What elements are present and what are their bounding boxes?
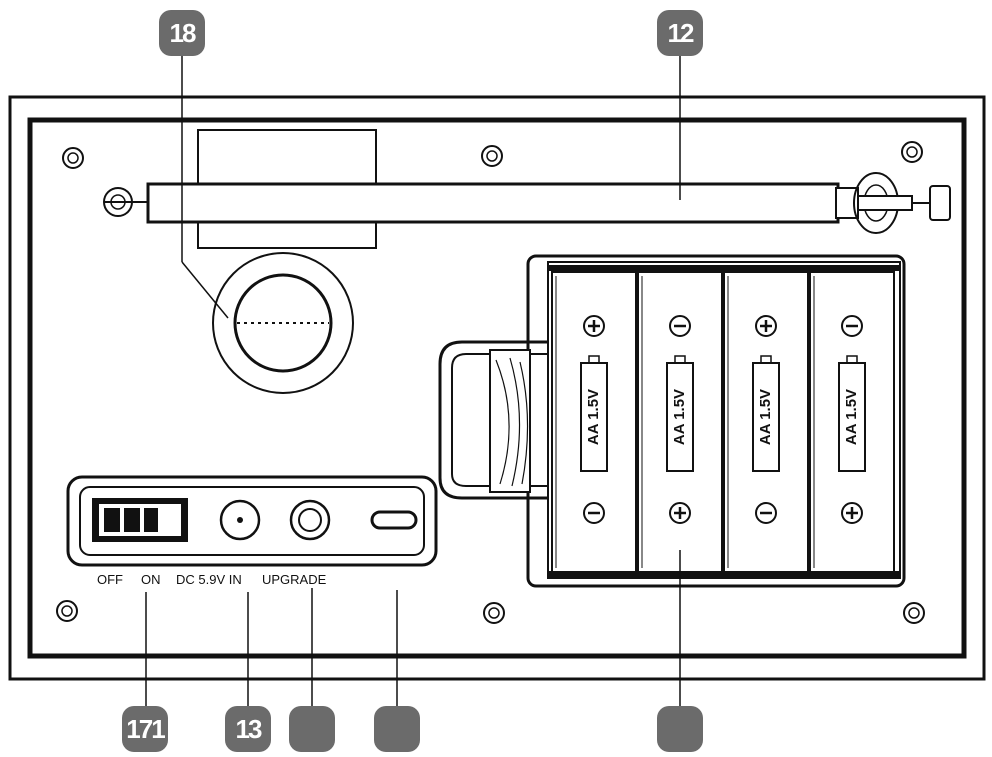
leader-line-18b: [181, 261, 229, 319]
power-switch[interactable]: [92, 498, 188, 542]
battery-label: AA 1.5V: [585, 389, 602, 445]
screw-icon-top-right: [901, 141, 923, 163]
tuning-knob: [212, 252, 354, 394]
battery-slot: AA 1.5V: [551, 271, 637, 573]
label-upgrade: UPGRADE: [262, 572, 327, 587]
callout-upgrade: [289, 706, 335, 752]
label-dc-in: DC 5.9V IN: [176, 572, 242, 587]
battery-cover-latch: [438, 340, 548, 500]
battery-slots: AA 1.5V AA 1.5V AA 1.5V AA 1.5V: [551, 271, 895, 573]
leader-lines: [145, 55, 681, 712]
polarity-bottom-icon: [583, 502, 605, 524]
polarity-top-icon: [841, 315, 863, 337]
telescopic-antenna: [103, 172, 951, 234]
polarity-bottom-icon: [669, 502, 691, 524]
screw-icon-bottom-left: [56, 600, 78, 622]
polarity-bottom-icon: [841, 502, 863, 524]
screw-icon-top-center: [481, 145, 503, 167]
callout-12: 12: [657, 10, 703, 56]
polarity-top-icon: [669, 315, 691, 337]
dc-input-jack[interactable]: [219, 499, 261, 541]
micro-usb-port[interactable]: [370, 510, 418, 530]
screw-icon-bottom-center: [483, 602, 505, 624]
callout-battery: [657, 706, 703, 752]
polarity-top-icon: [583, 315, 605, 337]
battery-slot: AA 1.5V: [809, 271, 895, 573]
screw-icon-bottom-right: [903, 602, 925, 624]
battery-label: AA 1.5V: [843, 389, 860, 445]
callout-13: 13: [225, 706, 271, 752]
battery-label: AA 1.5V: [757, 389, 774, 445]
callout-18: 18: [159, 10, 205, 56]
battery-slot: AA 1.5V: [723, 271, 809, 573]
polarity-bottom-icon: [755, 502, 777, 524]
callout-17: 171: [122, 706, 168, 752]
battery-label: AA 1.5V: [671, 389, 688, 445]
outer-housing: [8, 95, 986, 681]
callout-micro-usb: [374, 706, 420, 752]
battery-slot: AA 1.5V: [637, 271, 723, 573]
screw-icon-top-left: [62, 147, 84, 169]
upgrade-port[interactable]: [289, 499, 331, 541]
polarity-top-icon: [755, 315, 777, 337]
label-off: OFF: [97, 572, 123, 587]
label-on: ON: [141, 572, 161, 587]
inner-panel: [27, 117, 967, 659]
